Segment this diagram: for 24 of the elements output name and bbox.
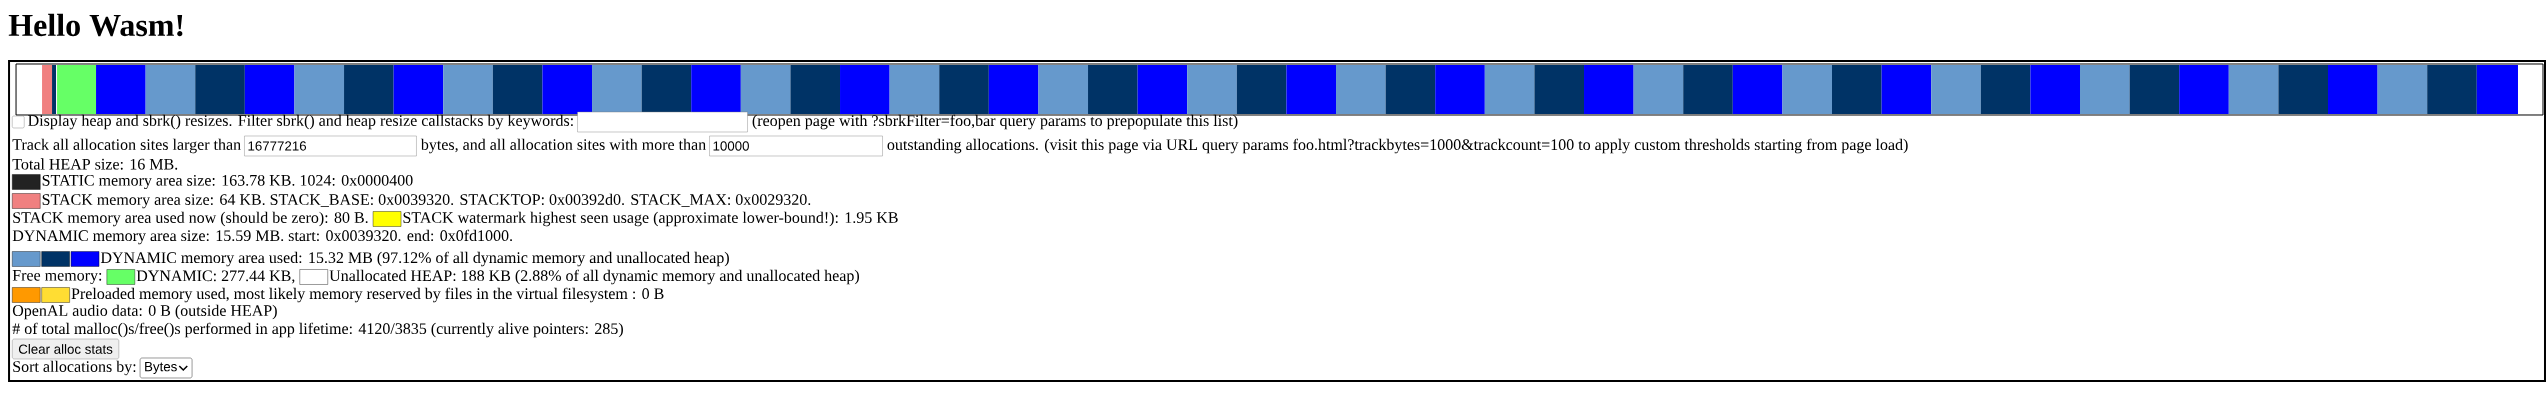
info-text: DYNAMIC memory area used: 15.32 MB (97.12% of all dynamic memory and unallocated heap) (100, 251, 729, 267)
info-text: Preloaded memory used, most likely memory reserved by files in the virtual filesystem : 0 B (71, 287, 664, 303)
info-text: OpenAL audio data: 0 B (outside HEAP) (12, 304, 277, 320)
sort-dropdown: Bytes (139, 357, 193, 379)
input-field: 10000 (709, 135, 883, 157)
info-text: # of total malloc()s/free()s performed in app lifetime: 4120/3835 (currently alive pointers: 285) (12, 322, 623, 338)
clear-button: Clear alloc stats (12, 338, 120, 360)
info-text: DYNAMIC: 277.44 KB, (136, 270, 295, 284)
info-text: outstanding allocations. (visit this page via URL query params foo.html?trackbytes=1000&trackcount=100 to apply custom thresholds starting from page load) (887, 138, 1908, 154)
info-text: Sort allocations by: (13, 360, 136, 376)
info-text: (reopen page with ?sbrkFilter=foo,bar query params to prepopulate this list) (752, 114, 1238, 130)
info-text: STACK memory area used now (should be zero): 80 B. (13, 211, 368, 227)
input-field: 16777216 (244, 135, 417, 157)
page-title: Hello Wasm! (8, 13, 183, 37)
info-text: Display heap and sbrk() resizes. Filter sbrk() and heap resize callstacks by keywords: (28, 114, 573, 130)
info-text: STACK watermark highest seen usage (approximate lower-bound!): 1.95 KB (403, 211, 898, 227)
info-text: STATIC memory area size: 163.78 KB. 1024: 0x0000400 (42, 174, 413, 190)
info-text: DYNAMIC memory area size: 15.59 MB. start: 0x0039320. end: 0x0fd1000. (12, 229, 512, 245)
info-text: STACK memory area size: 64 KB. STACK_BASE: 0x0039320. STACKTOP: 0x00392d0. STACK_MAX: 0x0029320. (42, 193, 811, 209)
info-text: bytes, and all allocation sites with more than (420, 138, 706, 154)
info-text: Unallocated HEAP: 188 KB (2.88% of all dynamic memory and unallocated heap) (329, 269, 859, 285)
info-text: Free memory: (12, 270, 102, 284)
input-field (577, 111, 748, 133)
info-text: Total HEAP size: 16 MB. (12, 158, 178, 170)
